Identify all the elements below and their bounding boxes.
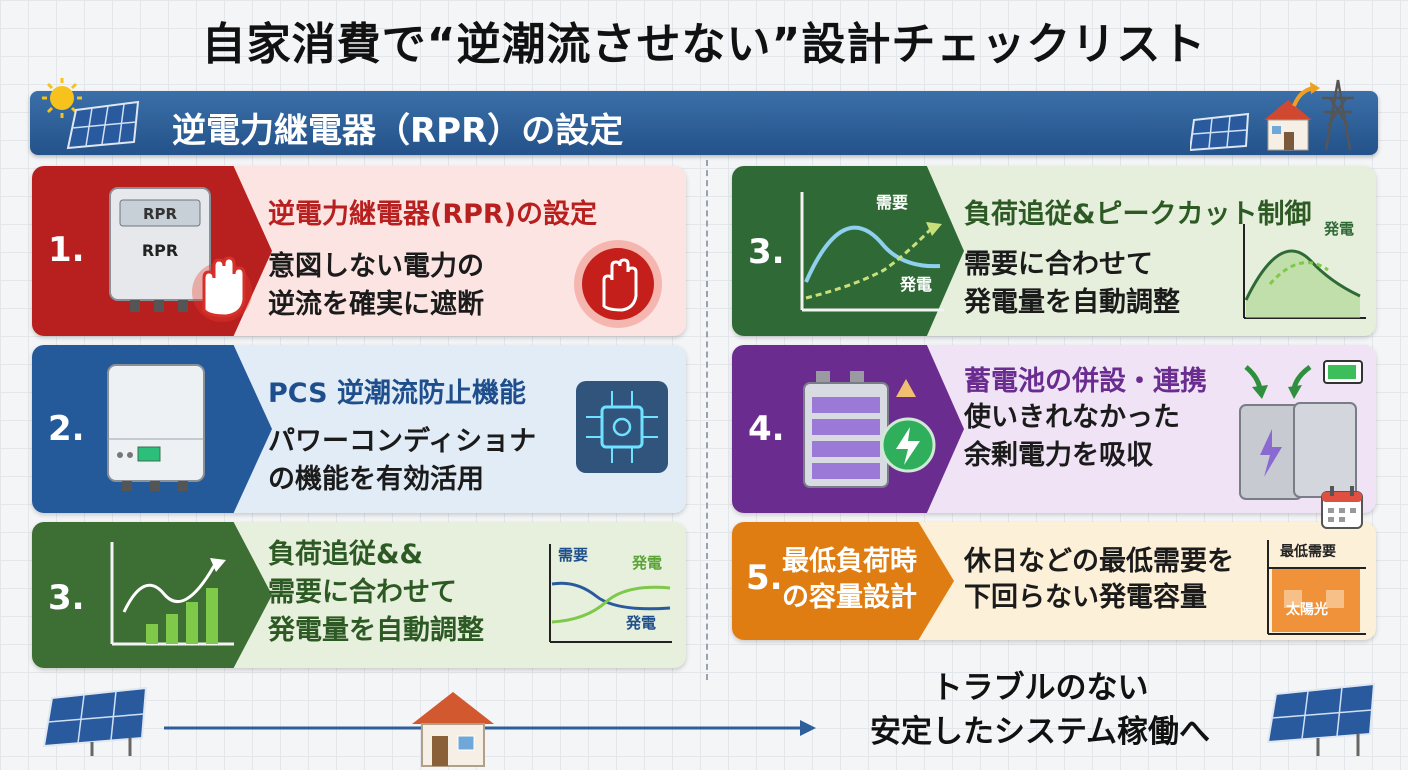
card-battery-number: 4. <box>748 409 785 449</box>
column-divider <box>706 160 708 680</box>
card-load-right-text: 需要に合わせて 発電量を自動調整 <box>964 249 1180 318</box>
solar-panel-icon-right <box>1266 682 1376 756</box>
min-demand-chart-icon: 最低需要 太陽光 <box>1267 540 1366 635</box>
card-pcs: 2. PCS 逆潮流防止機能 パワーコンディショナ の機能を有効活用 <box>32 345 686 513</box>
relay-device-icon: RPR RPR <box>109 187 252 322</box>
chart-generation-label-2: 発電 <box>625 614 656 632</box>
min-demand-label: 最低需要 <box>1280 543 1336 560</box>
card-battery-text: 使いきれなかった 余剰電力を吸収 <box>964 402 1180 471</box>
stop-hand-icon <box>574 240 662 328</box>
battery-storage-icon <box>803 371 936 488</box>
card-battery: 4. 蓄電池の併設・連携 使いきれなかった 余剰電力を吸収 <box>732 345 1376 513</box>
icon-generation-label: 発電 <box>899 275 932 294</box>
peak-chart-generation-label: 発電 <box>1323 220 1354 238</box>
card-pcs-title: PCS 逆潮流防止機能 <box>268 378 526 409</box>
house-icon <box>412 692 494 767</box>
chart-generation-label: 発電 <box>631 554 662 572</box>
card-load-right-title: 負荷追従&ピークカット制御 <box>964 199 1312 230</box>
card-pcs-text: パワーコンディショナ の機能を有効活用 <box>268 426 537 495</box>
card-load-left: 3. 負荷追従&& 需要に合わせて 発電量を自動調整 需要 発電 発電 <box>32 522 686 668</box>
card-load-right: 3. 需要 発電 負荷追従&ピークカット制御 需要に合わせて 発電量を自動調整 … <box>732 166 1376 336</box>
footer-message: トラブルのない 安定したシステム稼働へ <box>869 670 1211 750</box>
calendar-icon <box>1321 486 1363 529</box>
card-pcs-number: 2. <box>48 409 85 449</box>
card-load-right-band <box>732 166 964 336</box>
relay-device-label: RPR <box>142 241 178 260</box>
sun-solar-panel-icon <box>42 78 140 150</box>
card-minload-band <box>732 522 954 640</box>
demand-generation-chart-icon: 需要 発電 発電 <box>549 544 672 643</box>
card-minload-number: 5. <box>746 558 783 598</box>
demand-curve-icon: 需要 発電 <box>800 192 944 312</box>
icon-demand-label: 需要 <box>876 193 908 212</box>
solar-label: 太陽光 <box>1286 601 1328 618</box>
card-load-right-number: 3. <box>748 232 785 272</box>
card-load-left-number: 3. <box>48 578 85 618</box>
page-title: 自家消費で“逆潮流させない”設計チェックリスト <box>201 19 1207 70</box>
chart-demand-label: 需要 <box>558 546 588 564</box>
section-header-label: 逆電力継電器（RPR）の設定 <box>172 111 624 151</box>
peak-cut-chart-icon: 発電 <box>1243 220 1366 319</box>
card-minload-text: 休日などの最低需要を 下回らない発電容量 <box>964 546 1234 613</box>
card-load-left-title: 負荷追従&& 需要に合わせて 発電量を自動調整 <box>268 539 484 646</box>
solar-panel-icon <box>42 686 148 756</box>
battery-bank-icon <box>1239 360 1363 500</box>
growth-chart-icon <box>110 542 234 646</box>
power-conditioner-icon <box>107 364 205 491</box>
house-power-tower-icon <box>1190 79 1354 152</box>
card-rpr-text: 意図しない電力の 逆流を確実に遮断 <box>268 251 484 320</box>
card-rpr: 1. RPR RPR 逆電力継電器(RPR)の設定 意図しない電力の 逆流を確実… <box>32 166 686 336</box>
card-minload-title: 最低負荷時 の容量設計 <box>782 546 917 613</box>
relay-display-label: RPR <box>143 205 178 223</box>
card-minload: 5. 最低負荷時 の容量設計 休日などの最低需要を 下回らない発電容量 最低需要… <box>732 522 1376 640</box>
section-header-bar <box>30 91 1378 155</box>
card-rpr-number: 1. <box>48 230 85 270</box>
circuit-chip-icon <box>576 381 668 473</box>
card-battery-title: 蓄電池の併設・連携 <box>964 366 1207 397</box>
card-rpr-title: 逆電力継電器(RPR)の設定 <box>268 199 598 230</box>
